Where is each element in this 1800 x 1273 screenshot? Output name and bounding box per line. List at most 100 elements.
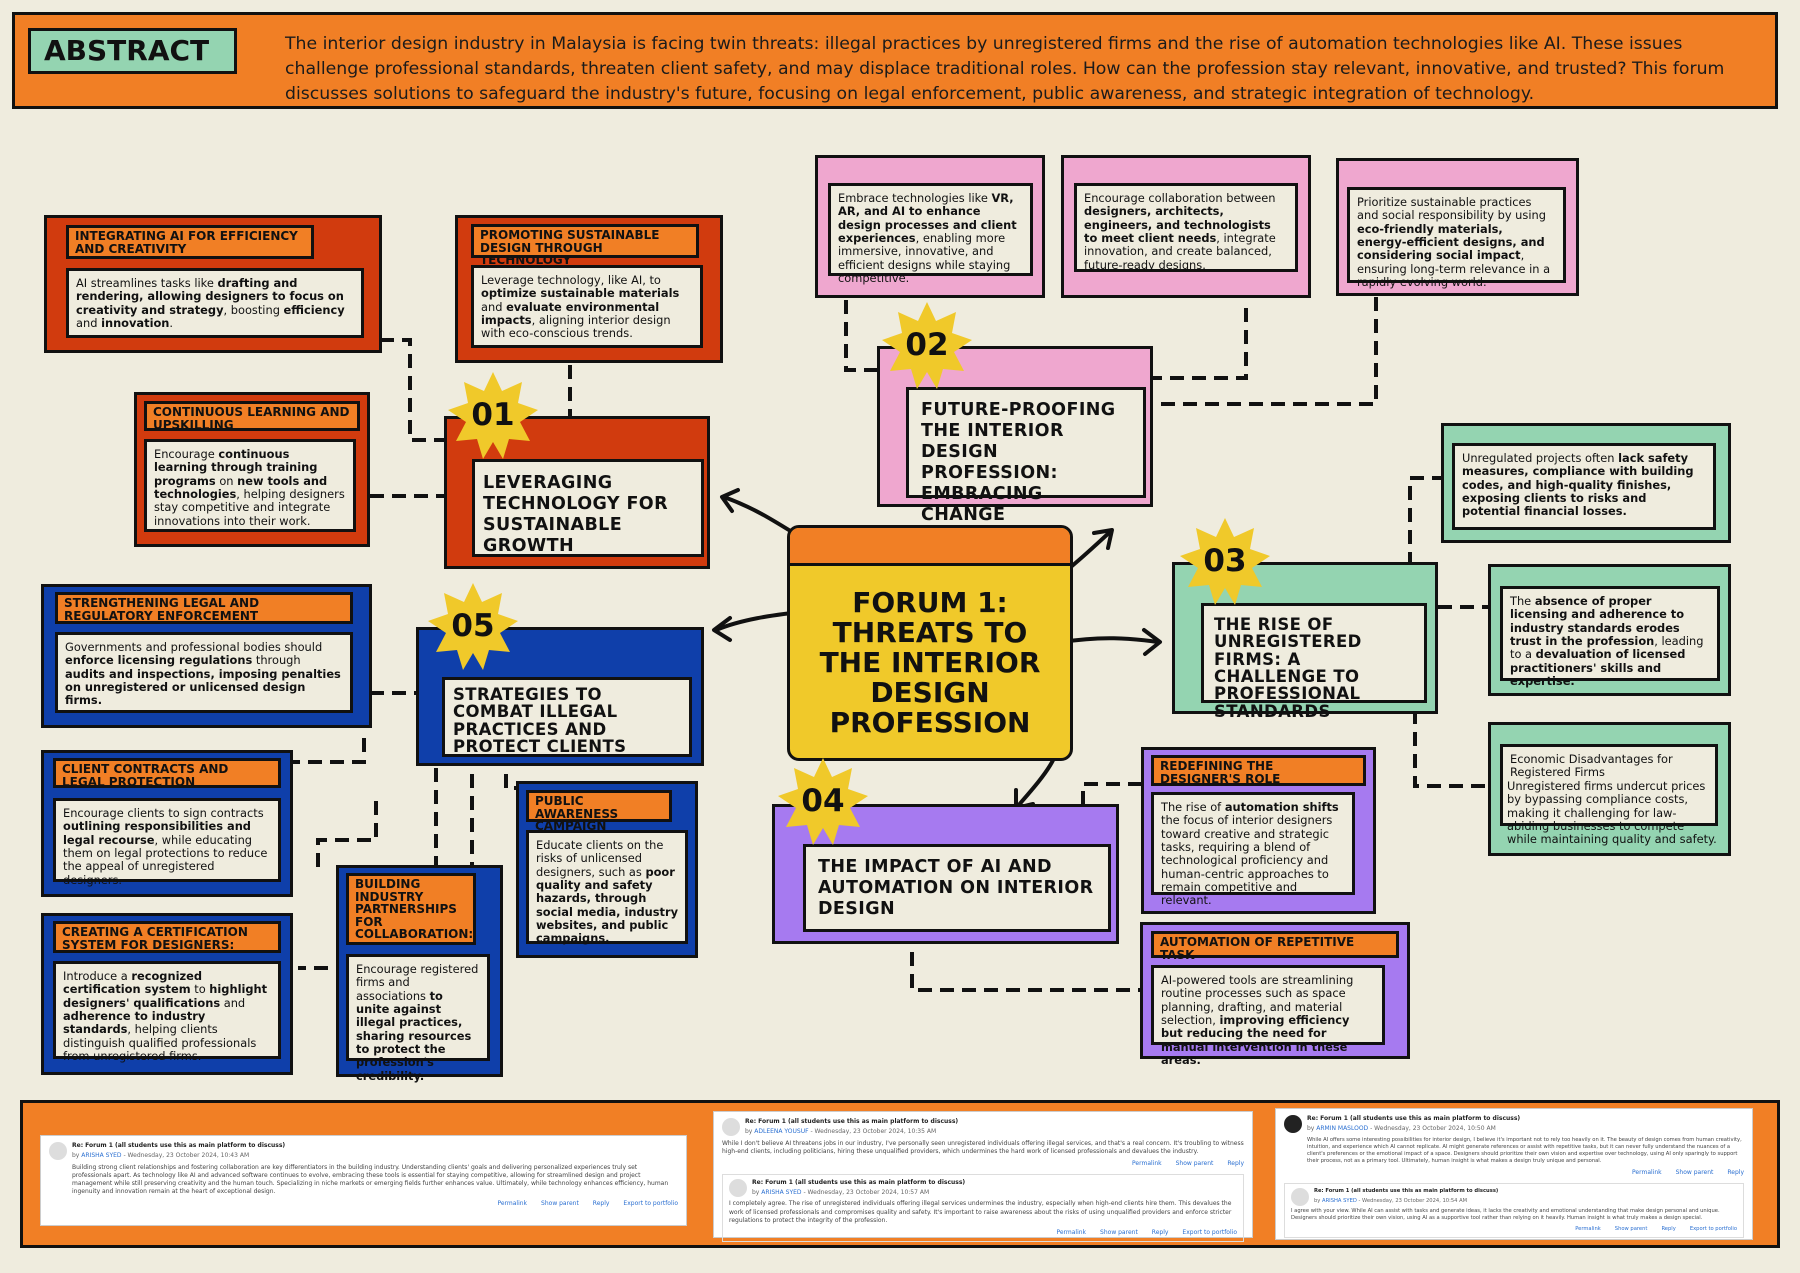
repetitive-task-tag: AUTOMATION OF REPETITIVE TASK	[1151, 931, 1399, 961]
continuous-learning-text: Encourage continuous learning through tr…	[144, 439, 356, 532]
safety-text: Unregulated projects often lack safety m…	[1452, 443, 1716, 530]
abstract-label: ABSTRACT	[28, 28, 237, 74]
ai-efficiency-text: AI streamlines tasks like drafting and r…	[66, 268, 364, 338]
topic-03-badge: 03	[1180, 516, 1270, 606]
post-by: by	[752, 1189, 760, 1197]
post-subject: Re: Forum 1 (all students use this as ma…	[752, 1179, 966, 1187]
post-author-link[interactable]: ADLEENA YOUSUF	[754, 1128, 809, 1135]
reply-link[interactable]: Reply	[592, 1200, 610, 1208]
post-body: While I don't believe AI threatens jobs …	[722, 1140, 1244, 1156]
post-body: I completely agree. The rise of unregist…	[729, 1200, 1232, 1224]
show-parent-link[interactable]: Show parent	[1675, 1169, 1714, 1177]
post-subject: Re: Forum 1 (all students use this as ma…	[745, 1118, 959, 1125]
vr-ar-text: Embrace technologies like VR, AR, and AI…	[828, 183, 1033, 285]
ai-efficiency-tag: INTEGRATING AI FOR EFFICIENCY AND CREATI…	[66, 225, 314, 259]
post-date: - Wednesday, 23 October 2024, 10:43 AM	[123, 1152, 250, 1159]
forum-post-3: Re: Forum 1 (all students use this as ma…	[1275, 1108, 1753, 1240]
arrow-head-01	[720, 488, 740, 513]
partnerships-text: Encourage registered firms and associati…	[346, 954, 490, 1082]
show-parent-link[interactable]: Show parent	[1175, 1160, 1214, 1168]
post-by: by	[1314, 1198, 1321, 1205]
post-by: by	[745, 1128, 753, 1135]
continuous-learning-tag: CONTINUOUS LEARNING AND UPSKILLING	[144, 401, 360, 431]
star-badge-icon	[778, 758, 868, 845]
post-subject: Re: Forum 1 (all students use this as ma…	[1314, 1188, 1499, 1195]
post-subject: Re: Forum 1 (all students use this as ma…	[1307, 1115, 1521, 1122]
arrow-to-03	[1061, 636, 1160, 644]
topic-01-badge: 01	[448, 370, 538, 460]
topic-03-title: THE RISE OF UNREGISTERED FIRMS: A CHALLE…	[1201, 603, 1427, 720]
topic-03-number: 03	[1203, 543, 1247, 579]
forum-center-tab	[790, 528, 1070, 566]
post-by: by	[1307, 1125, 1315, 1132]
post-author-link[interactable]: ARISHA SYED	[761, 1189, 802, 1197]
post-date: - Wednesday, 23 October 2024, 10:57 AM	[803, 1189, 930, 1197]
post-links: Permalink Show parent Reply Export to portf…	[1291, 1226, 1737, 1233]
legal-enforcement-text: Governments and professional bodies shou…	[55, 632, 353, 713]
forum-center-title: FORUM 1: THREATS TO THE INTERIOR DESIGN …	[819, 586, 1041, 739]
post-author-link[interactable]: ARISHA SYED	[1322, 1198, 1357, 1205]
post-author-link[interactable]: ARMIN MASLOOD	[1316, 1125, 1369, 1132]
legal-enforcement-tag: STRENGTHENING LEGAL AND REGULATORY ENFOR…	[55, 592, 353, 624]
post-date: - Wednesday, 23 October 2024, 10:50 AM	[1370, 1125, 1496, 1132]
topic-01-number: 01	[471, 397, 515, 433]
arrow-head-03	[1142, 628, 1162, 656]
post-body: Building strong client relationships and…	[72, 1164, 669, 1196]
public-awareness-tag: PUBLIC AWARENESS CAMPAIGN	[526, 790, 672, 832]
permalink-link[interactable]: Permalink	[497, 1200, 528, 1208]
permalink-link[interactable]: Permalink	[1132, 1160, 1162, 1168]
permalink-link[interactable]: Permalink	[1056, 1228, 1087, 1236]
connector-02-sustain	[1152, 297, 1378, 406]
economic-title-text: Economic Disadvantages for Registered Fi…	[1500, 744, 1718, 826]
certification-text: Introduce a recognized certification sys…	[53, 961, 281, 1063]
show-parent-link[interactable]: Show parent	[1100, 1228, 1138, 1236]
connector-03-economic	[1413, 710, 1490, 788]
economic-body-text: Unregistered firms undercut prices by by…	[1507, 779, 1717, 847]
reply-link[interactable]: Reply	[1661, 1226, 1676, 1233]
connector-05-partner-link	[316, 800, 378, 867]
post-body: While AI offers some interesting possibi…	[1307, 1137, 1742, 1165]
designer-role-tag: REDEFINING THE DESIGNER'S ROLE	[1151, 755, 1366, 786]
avatar-icon	[1284, 1115, 1302, 1133]
topic-04-number: 04	[801, 783, 845, 819]
post-links: Permalink Show parent Reply	[722, 1160, 1244, 1168]
star-badge-icon	[428, 583, 518, 670]
public-awareness-text: Educate clients on the risks of unlicens…	[526, 830, 688, 945]
post-author-link[interactable]: ARISHA SYED	[81, 1152, 122, 1159]
arrow-head-02	[1092, 528, 1114, 550]
licensing-text: The absence of proper licensing and adhe…	[1500, 586, 1720, 688]
show-parent-link[interactable]: Show parent	[1614, 1226, 1648, 1233]
repetitive-task-text: AI-powered tools are streamlining routin…	[1151, 965, 1385, 1067]
post-links: Permalink Show parent Reply Export to portf…	[729, 1229, 1237, 1237]
topic-05-title: STRATEGIES TO COMBAT ILLEGAL PRACTICES A…	[442, 677, 692, 757]
post-subject: Re: Forum 1 (all students use this as ma…	[72, 1142, 286, 1149]
export-link[interactable]: Export to portfolio	[1689, 1226, 1737, 1233]
reply-link[interactable]: Reply	[1227, 1160, 1244, 1168]
post-date: - Wednesday, 23 October 2024, 10:54 AM	[1358, 1198, 1468, 1205]
connector-01-ai	[380, 338, 445, 442]
post-links: Permalink Show parent Reply Export to portf…	[49, 1200, 678, 1208]
sustainable-tech-tag: PROMOTING SUSTAINABLE DESIGN THROUGH TEC…	[471, 224, 699, 266]
partnerships-tag: BUILDING INDUSTRY PARTNERSHIPS FOR COLLA…	[346, 873, 476, 945]
avatar-icon	[722, 1118, 740, 1136]
topic-05-number: 05	[451, 608, 495, 644]
topic-02-title: FUTURE-PROOFING THE INTERIOR DESIGN PROF…	[906, 387, 1146, 525]
eco-practices-text: Prioritize sustainable practices and soc…	[1347, 187, 1566, 289]
reply-link[interactable]: Reply	[1727, 1169, 1744, 1177]
topic-05-badge: 05	[428, 581, 518, 671]
star-badge-icon	[882, 302, 972, 389]
connector-05-contracts	[293, 738, 366, 764]
show-parent-link[interactable]: Show parent	[541, 1200, 579, 1208]
star-badge-icon	[448, 372, 538, 459]
post-body: I agree with your view. While AI can ass…	[1291, 1208, 1720, 1222]
post-date: - Wednesday, 23 October 2024, 10:35 AM	[810, 1128, 937, 1135]
export-link[interactable]: Export to portfolio	[1182, 1228, 1237, 1236]
permalink-link[interactable]: Permalink	[1632, 1169, 1662, 1177]
designer-role-text: The rise of automation shifts the focus …	[1151, 792, 1355, 907]
forum-post-2: Re: Forum 1 (all students use this as ma…	[713, 1111, 1253, 1242]
client-contracts-text: Encourage clients to sign contracts outl…	[53, 798, 281, 886]
export-link[interactable]: Export to portfolio	[623, 1200, 678, 1208]
permalink-link[interactable]: Permalink	[1575, 1226, 1601, 1233]
client-contracts-tag: CLIENT CONTRACTS AND LEGAL PROTECTION	[53, 758, 281, 788]
reply-link[interactable]: Reply	[1151, 1228, 1169, 1236]
